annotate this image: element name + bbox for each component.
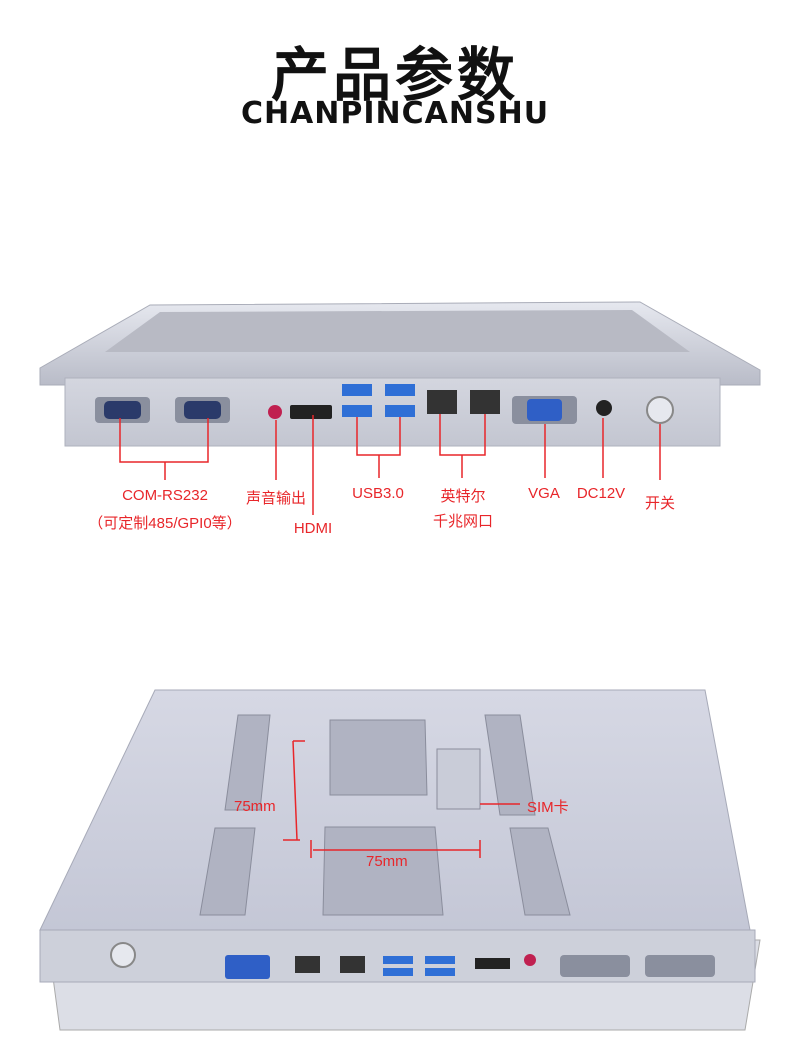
com-port-icon <box>645 955 715 977</box>
label-sim: SIM卡 <box>527 799 569 816</box>
lan-port-icon <box>470 390 500 414</box>
com-port-icon <box>95 397 150 423</box>
label-usb: USB3.0 <box>352 485 404 502</box>
label-hdmi: HDMI <box>293 520 333 537</box>
label-vesa-horizontal: 75mm <box>366 853 408 870</box>
usb-port-icon <box>342 384 372 396</box>
com-port-icon <box>560 955 630 977</box>
lan-port-icon <box>427 390 457 414</box>
label-vesa-vertical: 75mm <box>234 798 276 815</box>
hdmi-port-icon <box>475 958 510 969</box>
page-title: 产品参数 <box>270 41 519 109</box>
label-com: COM-RS232 <box>122 487 208 504</box>
usb-port-icon <box>385 384 415 396</box>
label-audio: 声音输出 <box>245 490 306 507</box>
label-power: 开关 <box>644 495 675 512</box>
usb-port-icon <box>342 405 372 417</box>
hdmi-port-icon <box>290 405 332 419</box>
label-lan-2: 千兆网口 <box>432 513 493 530</box>
audio-jack-icon <box>268 405 282 419</box>
usb-port-icon <box>385 405 415 417</box>
back-annotation-lines <box>283 740 520 858</box>
label-com-note: （可定制485/GPI0等） <box>88 515 242 532</box>
label-dc: DC12V <box>576 485 626 502</box>
front-annotation-lines <box>119 414 661 515</box>
vent-grille-icon <box>199 714 571 916</box>
front-view-device <box>39 301 761 447</box>
power-button-icon <box>646 396 674 424</box>
lan-port-icon <box>295 956 320 973</box>
com-port-icon <box>175 397 230 423</box>
dc-jack-icon <box>596 400 612 416</box>
label-lan-1: 英特尔 <box>440 488 486 505</box>
lan-port-icon <box>340 956 365 973</box>
back-view-device <box>39 689 761 1031</box>
vga-port-icon <box>225 955 270 979</box>
power-button-icon <box>110 942 136 968</box>
page-subtitle: CHANPINCANSHU <box>240 96 550 131</box>
label-vga: VGA <box>528 485 560 502</box>
